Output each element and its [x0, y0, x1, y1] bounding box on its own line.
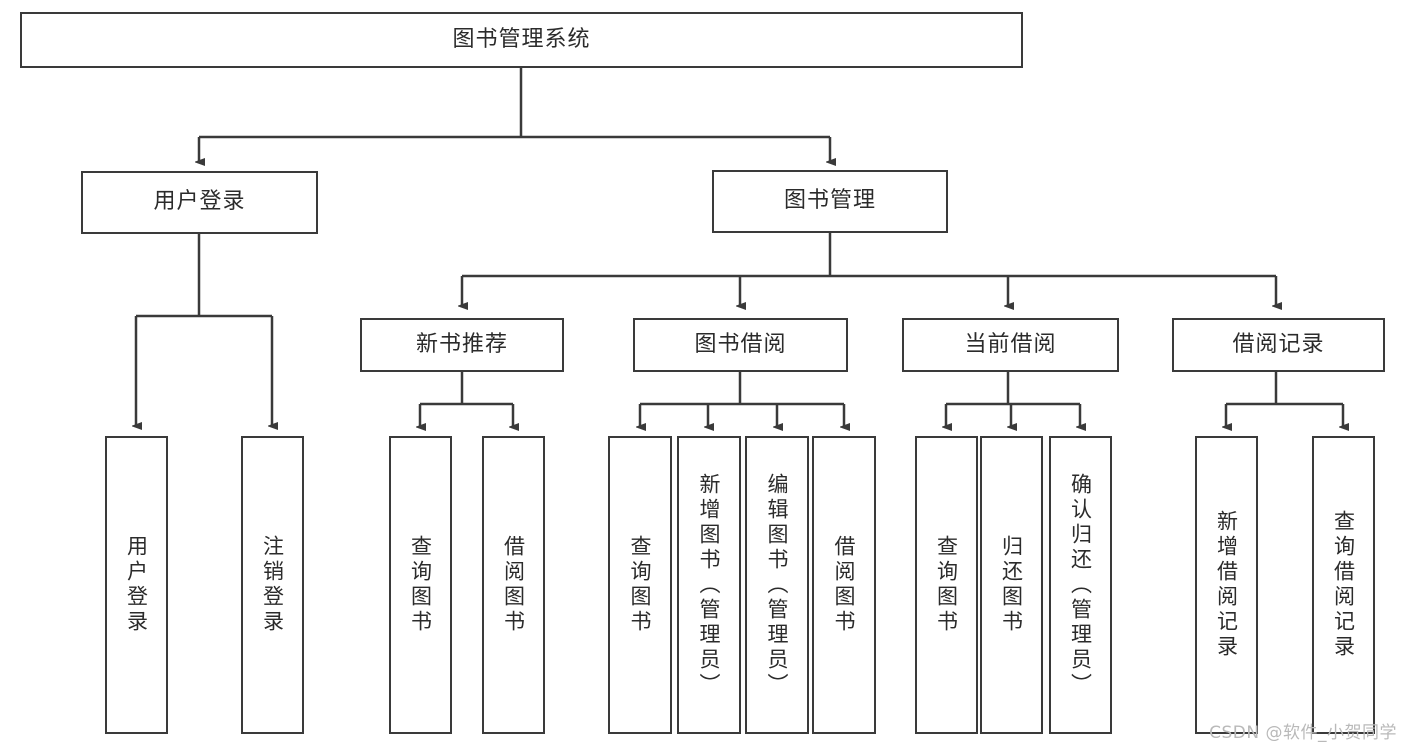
node-leaf-add-record[interactable]: 新增借阅记录 — [1195, 436, 1258, 734]
node-leaf-logout-label: 注销登录 — [260, 535, 285, 635]
node-leaf-return-book-label: 归还图书 — [999, 535, 1024, 635]
node-book-manage-label: 图书管理 — [783, 188, 876, 214]
node-leaf-borrow-book-2[interactable]: 借阅图书 — [812, 436, 876, 734]
node-borrow-record-label: 借阅记录 — [1232, 331, 1325, 357]
node-leaf-add-record-label: 新增借阅记录 — [1214, 510, 1239, 660]
node-leaf-add-book-label: 新增图书（管理员） — [697, 472, 721, 698]
node-leaf-logout[interactable]: 注销登录 — [241, 436, 304, 734]
node-current-borrow-label: 当前借阅 — [964, 331, 1057, 357]
node-leaf-borrow-book-2-label: 借阅图书 — [832, 535, 856, 635]
node-leaf-confirm-return[interactable]: 确认归还（管理员） — [1049, 436, 1112, 734]
node-book-borrow[interactable]: 图书借阅 — [633, 318, 848, 372]
node-user-login[interactable]: 用户登录 — [81, 171, 318, 234]
node-leaf-return-book[interactable]: 归还图书 — [980, 436, 1043, 734]
node-leaf-query-record[interactable]: 查询借阅记录 — [1312, 436, 1375, 734]
node-leaf-query-record-label: 查询借阅记录 — [1331, 510, 1356, 660]
node-book-manage[interactable]: 图书管理 — [712, 170, 948, 233]
node-leaf-borrow-book-1-label: 借阅图书 — [501, 535, 526, 635]
node-leaf-user-login-label: 用户登录 — [124, 535, 149, 635]
node-leaf-query-book-2-label: 查询图书 — [628, 535, 652, 635]
node-root-label: 图书管理系统 — [452, 26, 591, 52]
node-leaf-query-book-1-label: 查询图书 — [408, 535, 433, 635]
node-leaf-confirm-return-label: 确认归还（管理员） — [1068, 472, 1093, 698]
node-new-book-recommend-label: 新书推荐 — [415, 331, 508, 357]
node-leaf-query-book-2[interactable]: 查询图书 — [608, 436, 672, 734]
node-leaf-user-login[interactable]: 用户登录 — [105, 436, 168, 734]
node-leaf-edit-book-label: 编辑图书（管理员） — [765, 472, 789, 698]
node-root[interactable]: 图书管理系统 — [20, 12, 1023, 68]
node-leaf-edit-book[interactable]: 编辑图书（管理员） — [745, 436, 809, 734]
node-leaf-query-book-3[interactable]: 查询图书 — [915, 436, 978, 734]
node-leaf-query-book-3-label: 查询图书 — [934, 535, 959, 635]
node-leaf-add-book[interactable]: 新增图书（管理员） — [677, 436, 741, 734]
node-leaf-query-book-1[interactable]: 查询图书 — [389, 436, 452, 734]
node-leaf-borrow-book-1[interactable]: 借阅图书 — [482, 436, 545, 734]
connector-lines — [136, 68, 1343, 427]
node-user-login-label: 用户登录 — [153, 189, 246, 215]
node-book-borrow-label: 图书借阅 — [694, 331, 787, 357]
node-borrow-record[interactable]: 借阅记录 — [1172, 318, 1385, 372]
node-current-borrow[interactable]: 当前借阅 — [902, 318, 1119, 372]
node-new-book-recommend[interactable]: 新书推荐 — [360, 318, 564, 372]
